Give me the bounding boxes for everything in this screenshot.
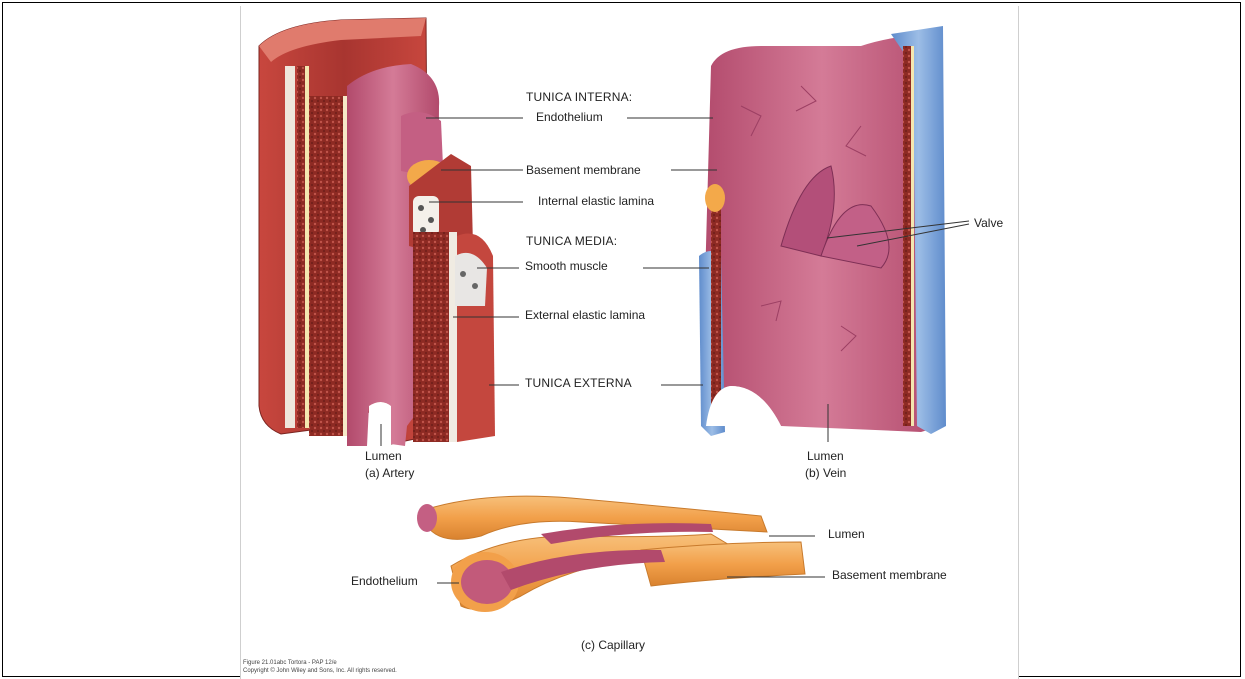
label-smooth-muscle: Smooth muscle <box>525 259 608 273</box>
capillary-drawing <box>417 496 805 612</box>
label-capillary-endothelium: Endothelium <box>351 574 418 588</box>
caption-artery: (a) Artery <box>365 466 414 480</box>
label-endothelium: Endothelium <box>536 110 603 124</box>
label-internal-elastic-lamina: Internal elastic lamina <box>538 194 654 208</box>
artery-drawing <box>259 18 495 446</box>
label-capillary-lumen: Lumen <box>828 527 865 541</box>
label-tunica-externa: TUNICA EXTERNA <box>525 376 632 390</box>
label-tunica-interna: TUNICA INTERNA: <box>526 90 632 104</box>
label-tunica-media: TUNICA MEDIA: <box>526 234 617 248</box>
label-basement-membrane: Basement membrane <box>526 163 641 177</box>
label-capillary-basement-membrane: Basement membrane <box>832 568 947 582</box>
figure-credit-line2: Copyright © John Wiley and Sons, Inc. Al… <box>243 668 397 675</box>
label-valve: Valve <box>974 216 1003 230</box>
caption-capillary: (c) Capillary <box>581 638 645 652</box>
label-vein-lumen: Lumen <box>807 449 844 463</box>
vein-drawing <box>699 26 946 436</box>
label-external-elastic-lamina: External elastic lamina <box>525 308 645 322</box>
label-artery-lumen: Lumen <box>365 449 402 463</box>
blood-vessel-figure: TUNICA INTERNA: Endothelium Basement mem… <box>240 6 1019 679</box>
figure-credit-line1: Figure 21.01abc Tortora - PAP 12/e <box>243 660 337 667</box>
caption-vein: (b) Vein <box>805 466 846 480</box>
